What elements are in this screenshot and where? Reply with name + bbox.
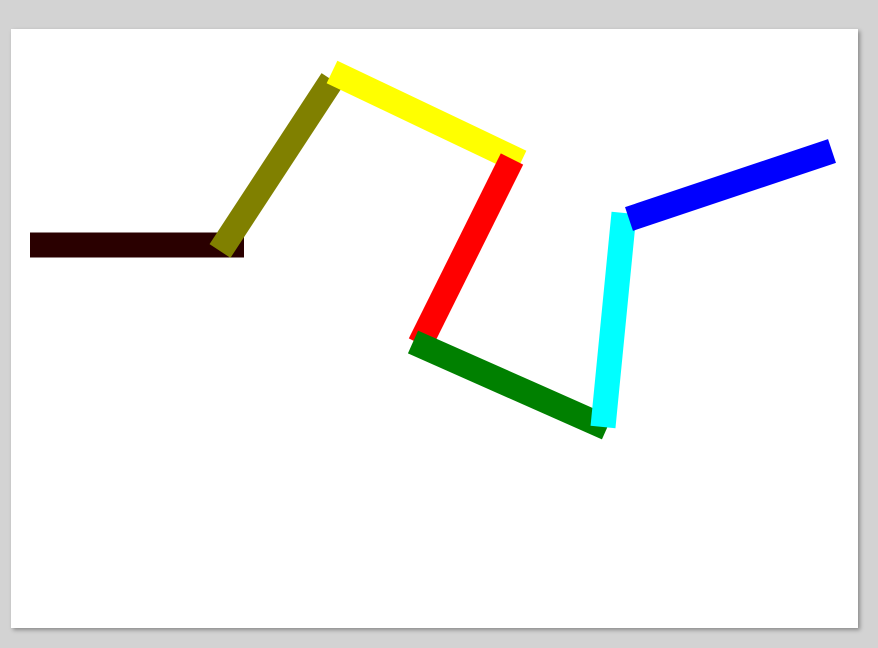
segment-cyan xyxy=(590,211,637,429)
segment-blue xyxy=(625,139,836,231)
segment-red xyxy=(408,153,524,350)
segment-yellow xyxy=(326,60,527,174)
segment-olive xyxy=(209,73,343,258)
segment-green xyxy=(407,330,613,440)
